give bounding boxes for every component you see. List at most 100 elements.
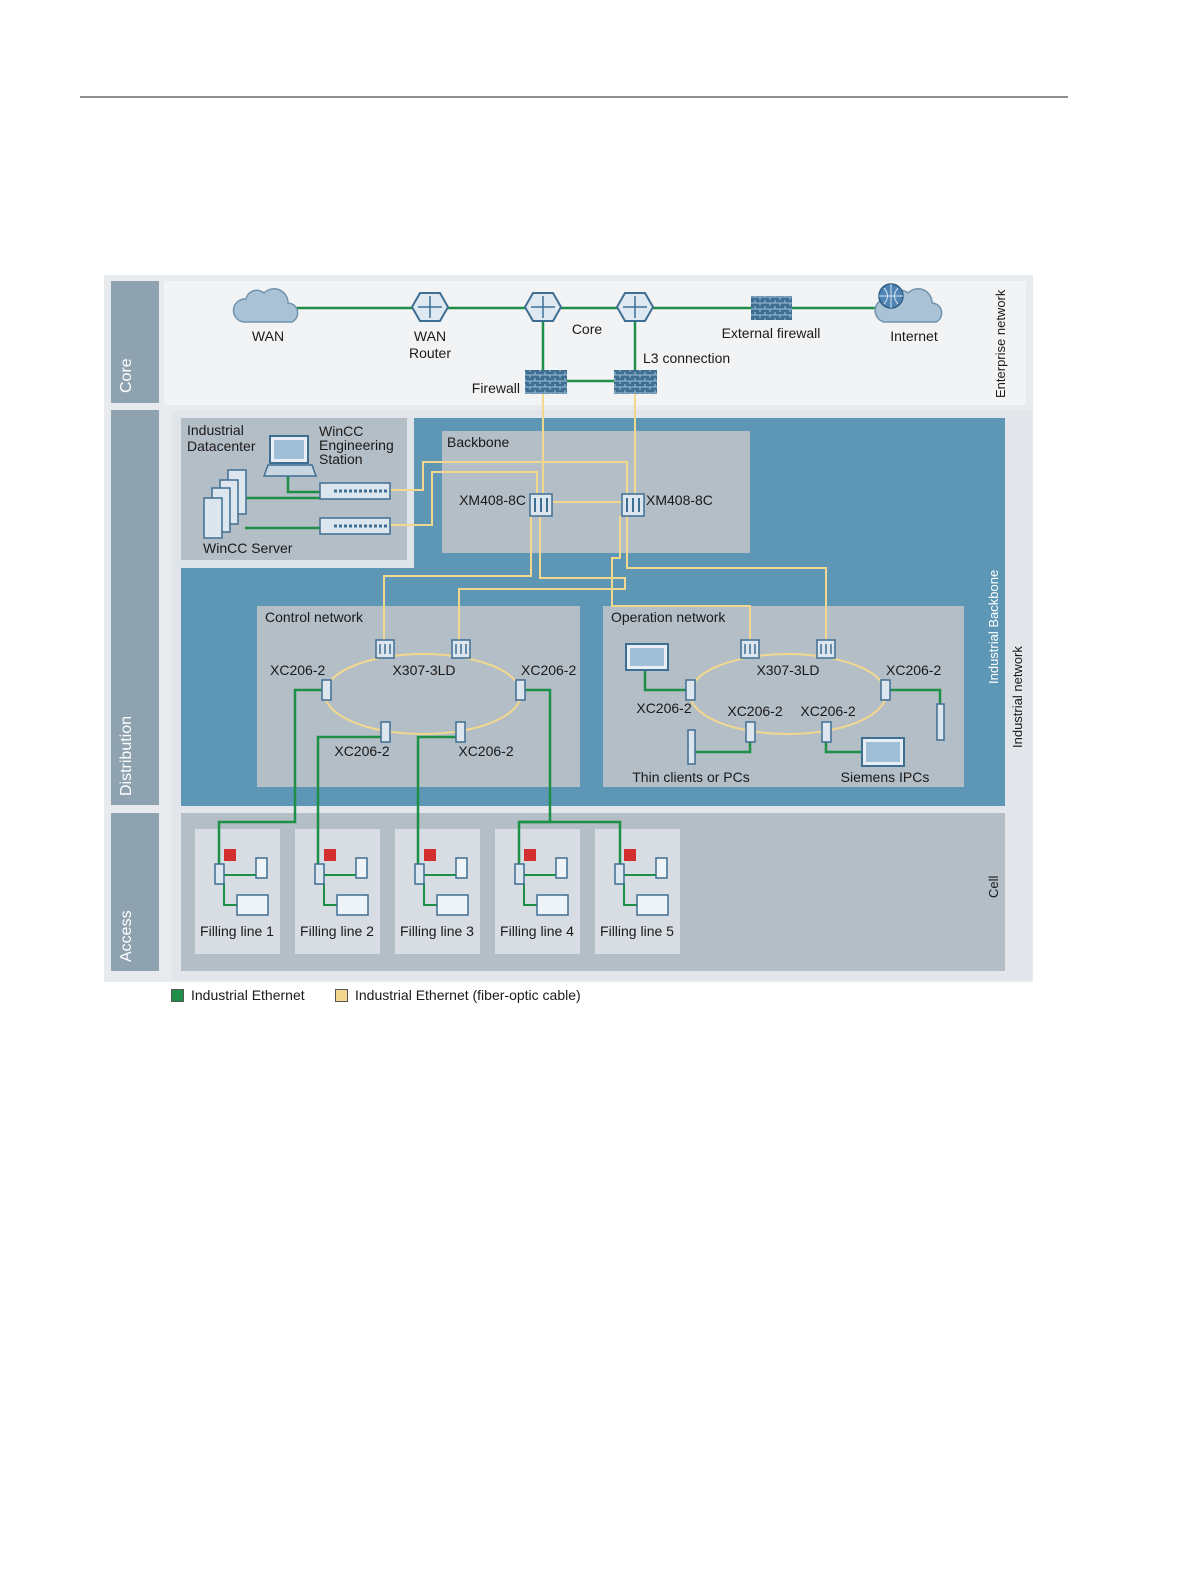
xc206-switch-icon (685, 679, 696, 701)
panel-device-icon (655, 857, 668, 879)
filling-line-panels (195, 829, 680, 954)
cell-switch-icon (314, 863, 325, 885)
lock-icon (524, 849, 536, 861)
industrial-network-label: Industrial network (1010, 646, 1025, 748)
operation-switch-label: X307-3LD (756, 662, 819, 678)
hmi-screen-icon (436, 894, 469, 916)
xc206-switch-icon (321, 679, 332, 701)
datacenter-title: Datacenter (187, 438, 256, 454)
legend-fiber: Industrial Ethernet (fiber-optic cable) (335, 987, 581, 1003)
legend-fiber-label: Industrial Ethernet (fiber-optic cable) (355, 987, 581, 1003)
filling-line-label: Filling line 4 (500, 923, 574, 939)
cell-switch-icon (514, 863, 525, 885)
zone-core-bar (111, 281, 159, 403)
xm408-label: XM408-8C (646, 492, 713, 508)
filling-line-panel (195, 829, 280, 954)
wincc-server-label: WinCC Server (203, 540, 293, 556)
legend-ethernet-label: Industrial Ethernet (191, 987, 305, 1003)
xc206-switch-icon (880, 679, 891, 701)
xm408-switch-icon (621, 493, 645, 517)
control-switch-label: XC206-2 (521, 662, 576, 678)
control-network-title: Control network (265, 609, 364, 625)
zone-distribution-label: Distribution (118, 716, 135, 796)
operation-network-panel (603, 606, 964, 787)
hmi-screen-icon (236, 894, 269, 916)
control-switch-label: XC206-2 (458, 743, 513, 759)
xm408-switch-icon (529, 493, 553, 517)
wan-router-icon (410, 292, 450, 322)
operation-network-title: Operation network (611, 609, 726, 625)
cell-label: Cell (986, 875, 1001, 898)
wan-router-label: WAN (414, 328, 446, 344)
lock-icon (624, 849, 636, 861)
x307-switch-icon (816, 639, 836, 659)
filling-line-devices (214, 849, 669, 916)
filling-line-wiring (223, 874, 658, 906)
xc206-switch-icon (745, 721, 756, 743)
wan-router-label: Router (409, 345, 451, 361)
cell-switch-icon (414, 863, 425, 885)
industrial-backbone-label: Industrial Backbone (986, 570, 1001, 684)
thin-client-icon (687, 729, 696, 765)
operation-switch-label: XC206-2 (886, 662, 941, 678)
zone-core-label: Core (118, 358, 135, 393)
x307-switch-icon (375, 639, 395, 659)
fiber-swatch-icon (335, 988, 348, 1002)
datacenter-switch-icon (319, 517, 391, 535)
control-switch-label: XC206-2 (270, 662, 325, 678)
xc206-switch-icon (821, 721, 832, 743)
cell-switch-icon (614, 863, 625, 885)
wan-cloud-icon (232, 288, 299, 323)
lock-icon (424, 849, 436, 861)
engineering-station-label: Station (319, 451, 363, 467)
firewall-icon (525, 370, 567, 394)
xc206-switch-icon (380, 721, 391, 743)
zone-access-bar (111, 813, 159, 971)
l3-firewall-icon (614, 370, 657, 394)
hmi-screen-icon (336, 894, 369, 916)
zone-access-label: Access (118, 910, 135, 962)
filling-line-panel (295, 829, 380, 954)
enterprise-network-label: Enterprise network (993, 289, 1008, 398)
filling-line-panel (495, 829, 580, 954)
panel-device-icon (455, 857, 468, 879)
siemens-ipcs-label: Siemens IPCs (841, 769, 930, 785)
firewall-label: Firewall (472, 380, 520, 396)
cell-switch-icon (214, 863, 225, 885)
legend-ethernet: Industrial Ethernet (171, 987, 305, 1003)
hmi-screen-icon (536, 894, 569, 916)
operation-switch-label: XC206-2 (800, 703, 855, 719)
lock-icon (224, 849, 236, 861)
filling-line-panel (395, 829, 480, 954)
ethernet-swatch-icon (171, 988, 184, 1002)
control-switch-label: XC206-2 (334, 743, 389, 759)
control-switch-label: X307-3LD (392, 662, 455, 678)
thin-clients-label: Thin clients or PCs (632, 769, 749, 785)
core-router-icon (615, 292, 655, 322)
filling-line-label: Filling line 1 (200, 923, 274, 939)
backbone-title: Backbone (447, 434, 509, 450)
xc206-switch-icons (321, 679, 891, 743)
engineering-station-label: Engineering (319, 437, 394, 453)
filling-line-label: Filling line 2 (300, 923, 374, 939)
backbone-panel (442, 431, 750, 553)
filling-line-label: Filling line 5 (600, 923, 674, 939)
datacenter-switch-icon (319, 482, 391, 500)
ipc-rack-icon (936, 703, 945, 741)
engineering-station-label: WinCC (319, 423, 363, 439)
operation-switch-label: XC206-2 (636, 700, 691, 716)
core-router-icon (523, 292, 563, 322)
filling-line-label: Filling line 3 (400, 923, 474, 939)
operator-monitor-icon (625, 643, 669, 671)
wan-label: WAN (252, 328, 284, 344)
panel-device-icon (555, 857, 568, 879)
x307-switch-icon (451, 639, 471, 659)
hmi-screen-icon (636, 894, 669, 916)
l3-connection-label: L3 connection (643, 350, 730, 366)
external-firewall-icon (751, 296, 792, 320)
filling-line-panel (595, 829, 680, 954)
datacenter-title: Industrial (187, 422, 244, 438)
internet-cloud-icon (874, 283, 943, 323)
xc206-switch-icon (515, 679, 526, 701)
xc206-switch-icon (455, 721, 466, 743)
